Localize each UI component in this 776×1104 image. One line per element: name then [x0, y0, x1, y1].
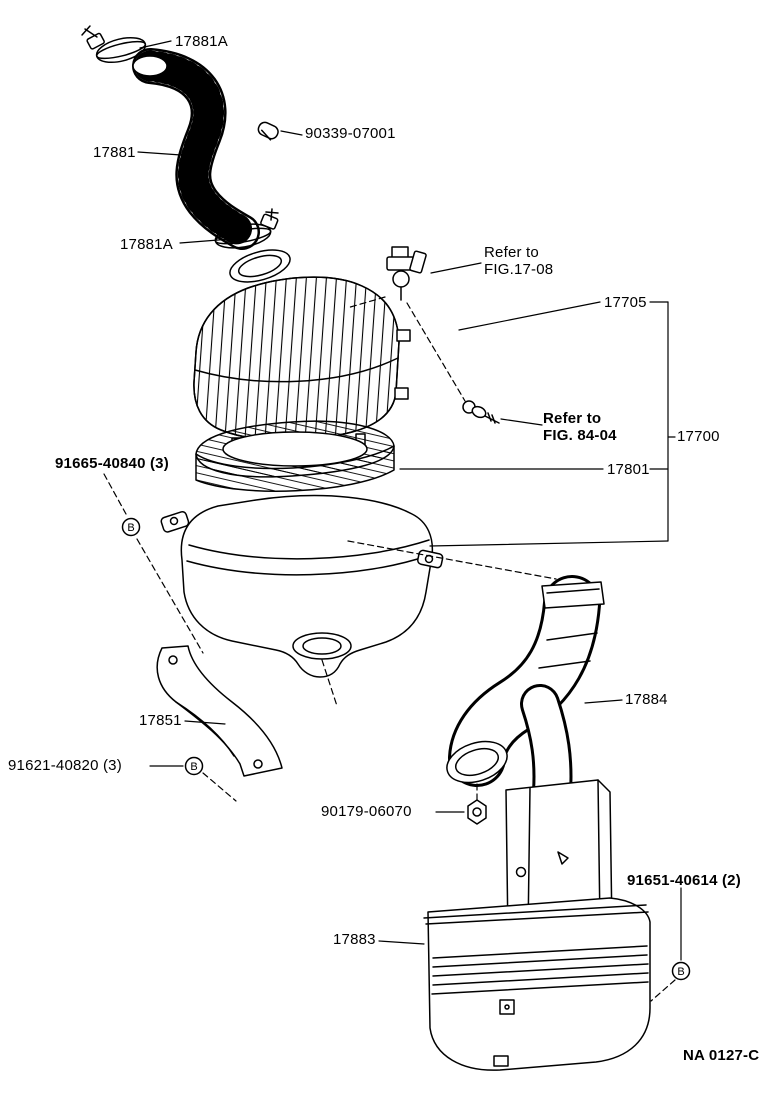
part-label-91651-40614: 91651-40614 (2) — [627, 872, 741, 889]
hose-clamp-lower-drawing — [214, 208, 279, 249]
part-label-17883: 17883 — [333, 931, 376, 948]
part-label-17700: 17700 — [677, 428, 720, 445]
filter-element-drawing — [195, 420, 395, 492]
air-inlet-collar-drawing — [229, 249, 291, 283]
part-label-17881a-upper: 17881A — [175, 33, 228, 50]
part-label-91621-40820: 91621-40820 (3) — [8, 757, 122, 774]
part-label-91665-40840: 91665-40840 (3) — [55, 455, 169, 472]
vacuum-valve-drawing — [386, 246, 427, 301]
resonator-tank-drawing — [423, 779, 651, 1071]
bolt-marker-b1-letter: B — [127, 522, 134, 534]
note-refer-fig-17-08: Refer to FIG.17-08 — [484, 244, 554, 278]
part-label-17851: 17851 — [139, 712, 182, 729]
drawing-code: NA 0127-C — [683, 1047, 760, 1064]
part-label-17705: 17705 — [604, 294, 647, 311]
sensor-screw-drawing — [462, 400, 500, 424]
bolt-marker-b3-letter: B — [677, 966, 684, 978]
mounting-bracket-drawing — [156, 645, 283, 777]
air-cleaner-case-drawing — [160, 494, 444, 678]
part-label-17881: 17881 — [93, 144, 136, 161]
assembly-dashed-lines — [103, 296, 676, 1002]
hose-clamp-upper-drawing — [81, 25, 147, 64]
part-label-17801: 17801 — [607, 461, 650, 478]
leader-lines — [137, 40, 682, 961]
bolt-marker-b1: B — [121, 517, 141, 537]
bolt-marker-b2-letter: B — [190, 761, 197, 773]
nut-drawing — [467, 799, 487, 825]
air-hose-drawing — [132, 48, 260, 250]
air-cleaner-cap-drawing — [193, 276, 411, 456]
bolt-marker-b3: B — [671, 961, 691, 981]
bolt-marker-b2: B — [184, 756, 204, 776]
outlet-port-drawing — [292, 632, 352, 660]
part-label-17881a-lower: 17881A — [120, 236, 173, 253]
part-label-17884: 17884 — [625, 691, 668, 708]
air-duct-drawing — [446, 575, 605, 812]
plug-drawing — [257, 121, 279, 141]
part-label-90339-07001: 90339-07001 — [305, 125, 396, 142]
note-refer-fig-84-04: Refer to FIG. 84-04 — [543, 410, 617, 444]
part-label-90179-06070: 90179-06070 — [321, 803, 412, 820]
